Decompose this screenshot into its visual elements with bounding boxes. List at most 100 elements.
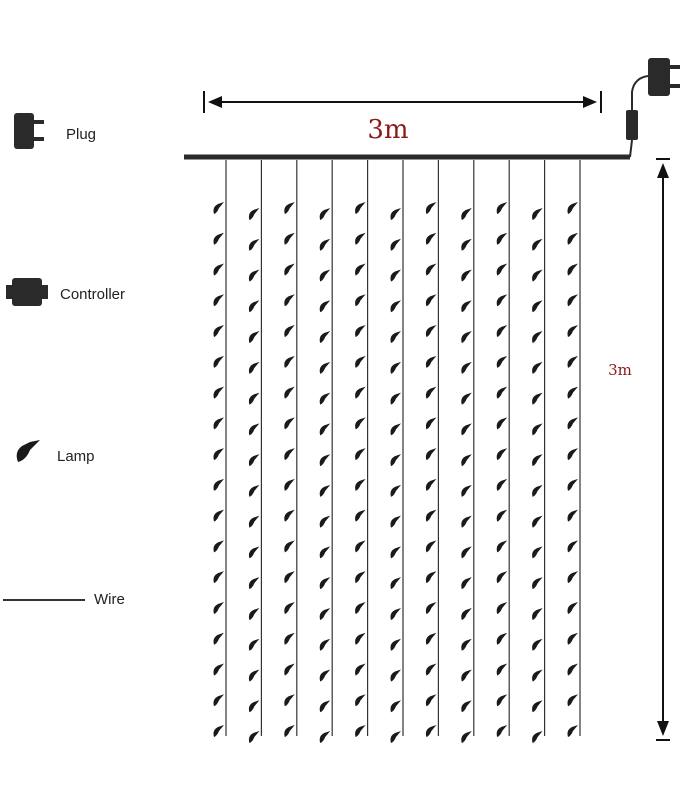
legend-controller: Controller	[6, 278, 125, 306]
lamp-icon	[461, 484, 472, 497]
lamp-icon	[496, 325, 508, 338]
lamp-icon	[248, 361, 260, 374]
lamp-icon	[248, 700, 260, 713]
lamp-icon	[355, 386, 366, 399]
lamp-icon	[461, 546, 472, 559]
lamp-icon	[248, 577, 260, 590]
lamp-icon	[461, 423, 472, 436]
lamp-icon	[355, 478, 366, 491]
lamp-icon	[319, 638, 331, 651]
lamp-icon	[390, 208, 401, 220]
legend-wire-label: Wire	[94, 591, 125, 608]
lamp-icon	[425, 386, 437, 399]
lamp-icon	[425, 478, 437, 491]
lamp-icon	[284, 355, 295, 368]
lamp-icon	[461, 700, 472, 713]
lamp-icon	[248, 238, 260, 251]
lamp-icon	[425, 509, 437, 522]
lamp-icon	[284, 202, 295, 214]
lamp-icon	[284, 571, 295, 584]
lamp-icon	[248, 607, 260, 620]
plug-icon	[14, 113, 44, 149]
lamp-icon	[567, 294, 578, 307]
lamp-icon	[284, 478, 295, 491]
lamp-icon	[213, 448, 224, 461]
lamp-icon	[532, 238, 543, 251]
lamp-icon	[248, 546, 260, 559]
lamp-icon	[567, 448, 578, 461]
lamp-icon	[213, 509, 224, 522]
lamp-icon	[390, 454, 401, 467]
lamp-icon	[319, 423, 331, 436]
lamp-icon	[355, 540, 366, 553]
cord-controller	[626, 110, 638, 140]
lamp-icon	[284, 725, 295, 737]
lamp-icon	[284, 263, 295, 276]
lamp-icon	[213, 540, 224, 553]
lamp-icon	[461, 300, 472, 313]
lamp-icon	[532, 208, 543, 220]
lamp-icon	[355, 263, 366, 276]
lamp-icon	[425, 571, 437, 584]
lamp-icon	[284, 663, 295, 676]
lamp-icon	[425, 694, 437, 707]
lamp-icon	[425, 663, 437, 676]
lamp-icon	[496, 294, 508, 307]
lamp-icon	[319, 361, 331, 374]
lamp-icon	[319, 577, 331, 590]
lamp-icon	[461, 238, 472, 251]
lamp-icon	[355, 355, 366, 368]
curtain-strand	[496, 160, 510, 737]
width-label: 3m	[367, 115, 408, 145]
lamp-icon	[355, 294, 366, 307]
lamp-icon	[213, 294, 224, 307]
lamp-icon	[213, 632, 224, 645]
curtain-strand	[213, 160, 227, 737]
lamp-icon	[461, 331, 472, 344]
lamp-icon	[355, 694, 366, 707]
lamp-icon	[425, 263, 437, 276]
lamp-icon	[461, 577, 472, 590]
lamp-icon	[319, 269, 331, 282]
lamp-icon	[425, 417, 437, 430]
lamp-icon	[213, 725, 224, 737]
curtain-strand	[319, 160, 333, 743]
lamp-icon	[461, 607, 472, 620]
lamp-icon	[532, 423, 543, 436]
lamp-icon	[567, 663, 578, 676]
lamp-icon	[390, 607, 401, 620]
lamp-icon	[461, 454, 472, 467]
lamp-icon	[496, 263, 508, 276]
lamp-icon	[355, 663, 366, 676]
lamp-icon	[284, 632, 295, 645]
lamp-icon	[355, 601, 366, 614]
lamp-icon	[496, 601, 508, 614]
lamp-icon	[567, 601, 578, 614]
lamp-icon	[496, 478, 508, 491]
lamp-icon	[284, 601, 295, 614]
lamp-icon	[390, 700, 401, 713]
lamp-icon	[425, 448, 437, 461]
lamp-icon	[390, 731, 401, 743]
lamp-icon	[425, 294, 437, 307]
lamp-icon	[567, 478, 578, 491]
legend-controller-label: Controller	[60, 286, 125, 303]
lamp-icon	[390, 638, 401, 651]
lamp-icon	[213, 355, 224, 368]
lamp-icon	[567, 417, 578, 430]
lamp-icon	[248, 454, 260, 467]
lamp-icon	[496, 571, 508, 584]
lamp-icon	[532, 269, 543, 282]
legend-wire: Wire	[3, 591, 125, 608]
lamp-icon	[284, 509, 295, 522]
curtain-strand	[425, 160, 439, 737]
lamp-icon	[284, 386, 295, 399]
lamp-icon	[496, 694, 508, 707]
lamp-icon	[248, 208, 260, 220]
curtain-strand	[532, 160, 546, 743]
lamp-icon	[390, 238, 401, 251]
lamp-icon	[496, 417, 508, 430]
lamp-icon	[319, 300, 331, 313]
lamp-icon	[390, 546, 401, 559]
lamp-icon	[213, 478, 224, 491]
